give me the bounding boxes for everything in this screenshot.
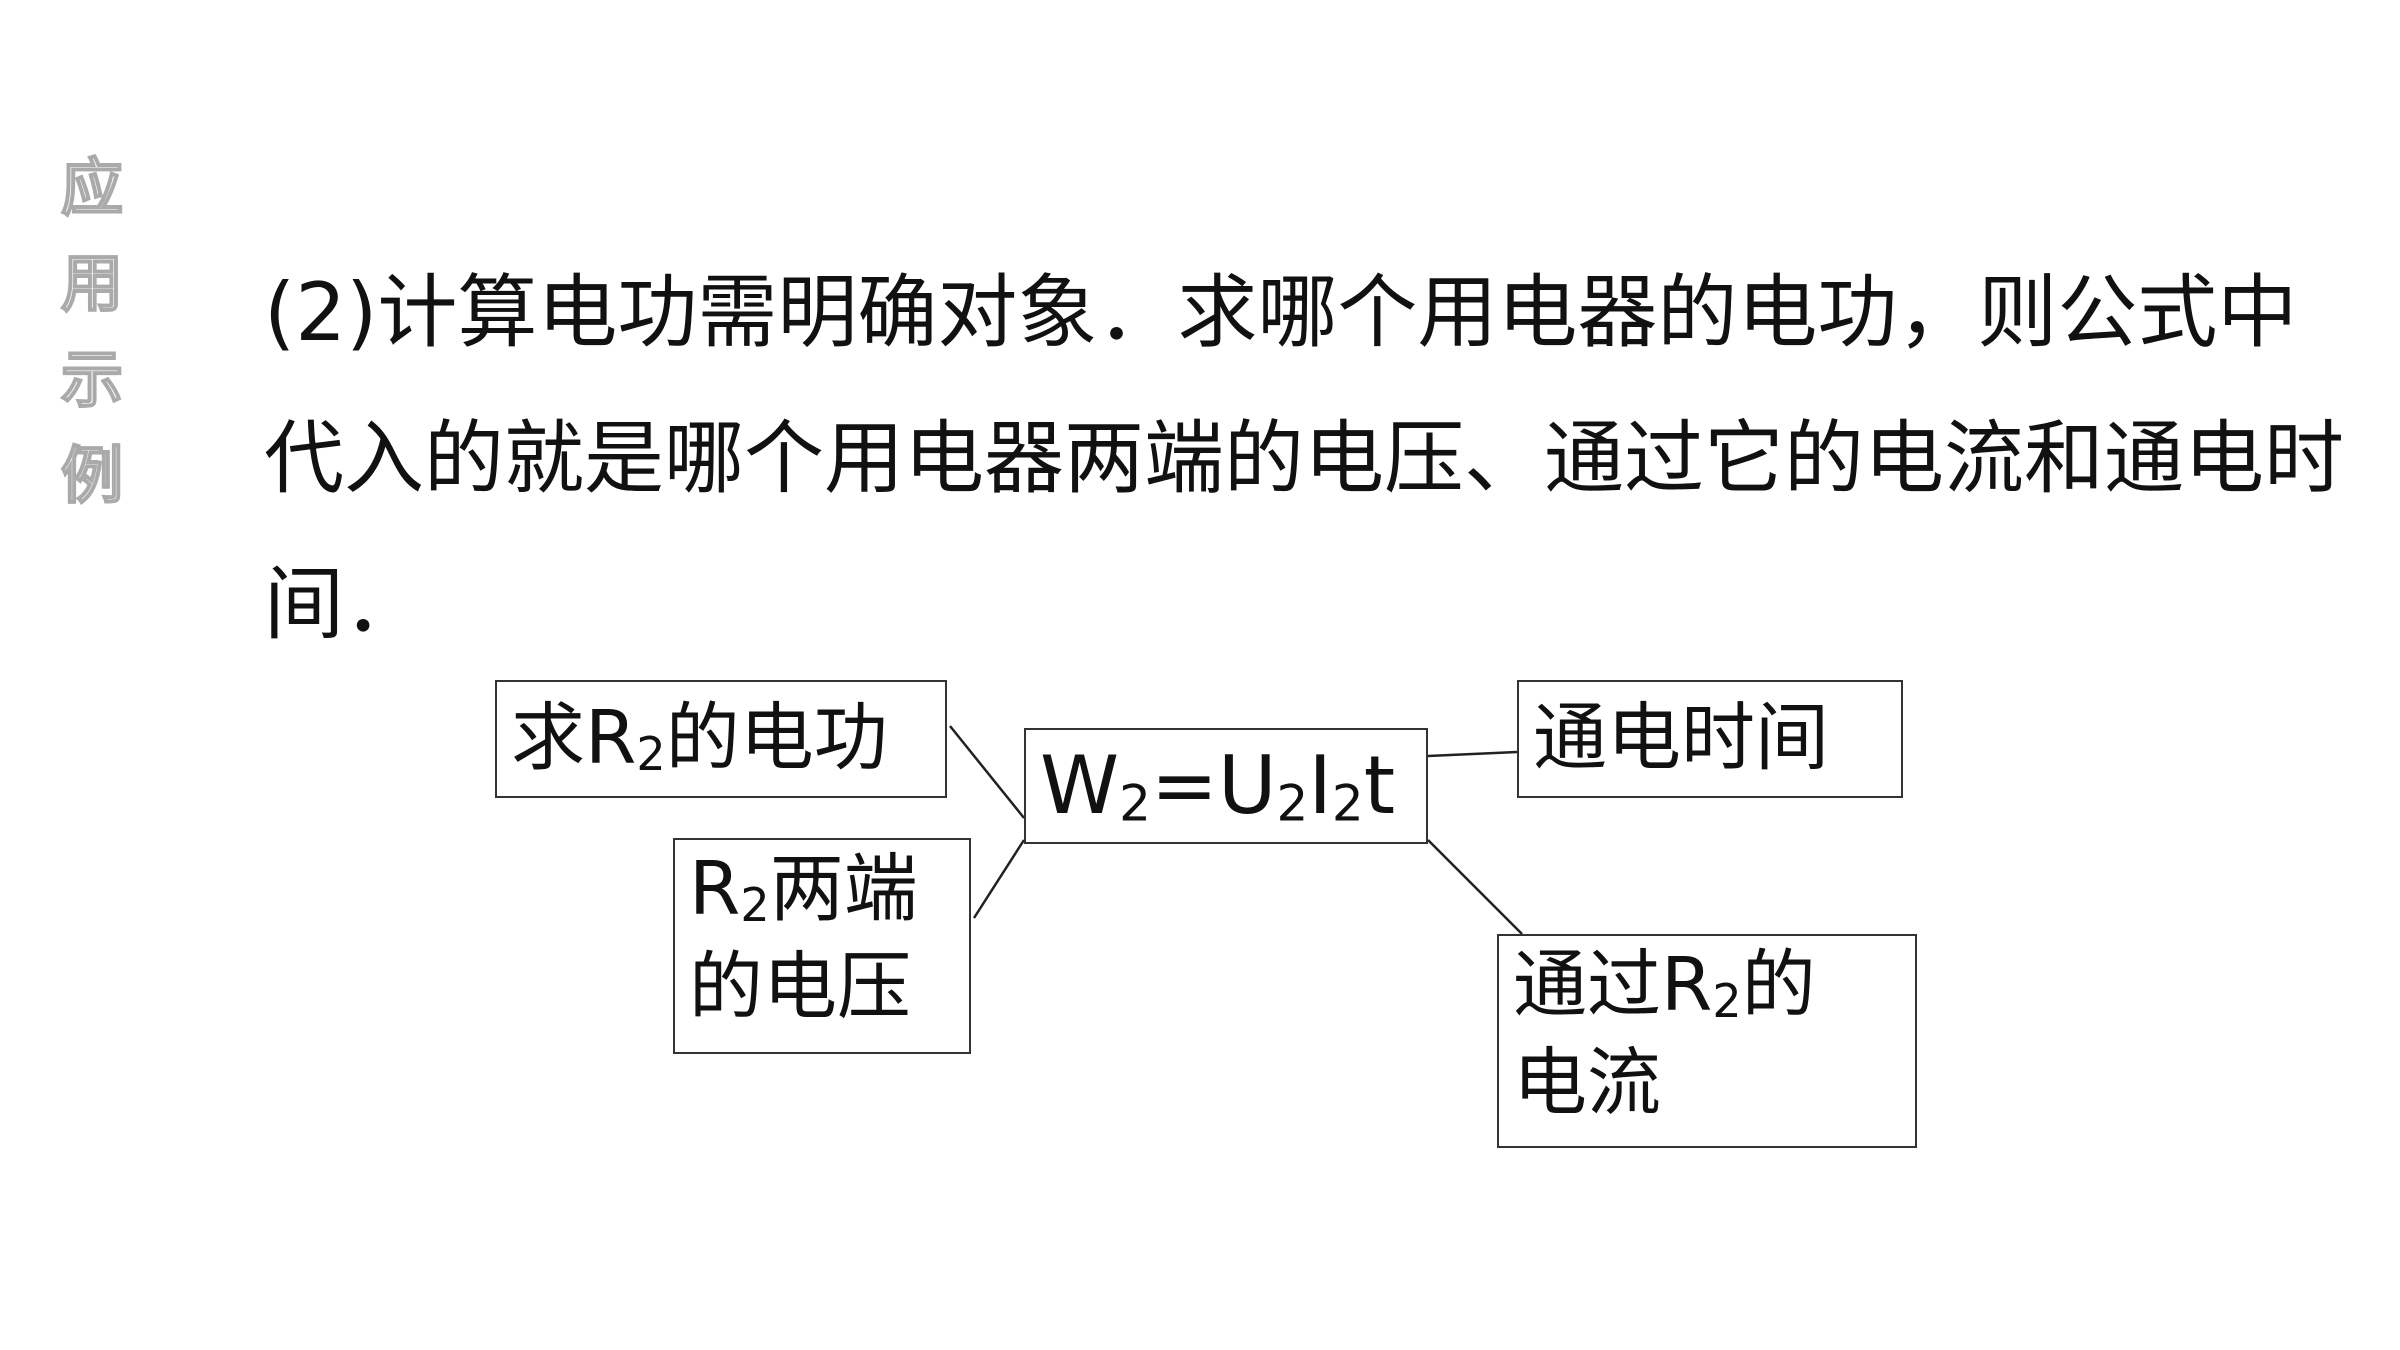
formula-w: W [1040, 739, 1120, 832]
box-formula: W2=U2I2t [1024, 728, 1428, 844]
side-label-char-1: 应 [60, 150, 124, 225]
side-section-label: 应 用 示 例 [52, 140, 132, 524]
connector-formula-to-time [1427, 750, 1518, 758]
voltage-line-2: 的电压 [689, 944, 911, 1030]
current-sub: 2 [1712, 973, 1742, 1028]
formula-i: I [1308, 739, 1332, 832]
box-find-work: 求R2的电功 [495, 680, 947, 798]
voltage-line-1: R2两端 [689, 840, 955, 938]
box-time: 通电时间 [1517, 680, 1903, 798]
explanation-paragraph: (2)计算电功需明确对象．求哪个用电器的电功，则公式中代入的就是哪个用电器两端的… [264, 266, 2344, 651]
formula-w-sub: 2 [1119, 774, 1151, 833]
current-var: R [1661, 942, 1713, 1028]
current-suffix: 的 [1741, 942, 1816, 1028]
voltage-line1-suffix: 两端 [769, 846, 918, 932]
connector-find-to-formula [949, 725, 1025, 819]
formula-eq: = [1150, 739, 1218, 832]
box-current: 通过R2的 电流 [1497, 934, 1917, 1148]
formula-u: U [1217, 739, 1277, 832]
find-sub: 2 [636, 726, 666, 781]
current-line-1: 通过R2的 [1513, 936, 1901, 1034]
current-prefix: 通过 [1513, 942, 1661, 1028]
connector-voltage-to-formula [972, 839, 1026, 919]
find-prefix: 求 [511, 695, 585, 781]
side-label-char-4: 例 [60, 438, 124, 513]
formula-t: t [1363, 739, 1396, 832]
side-label-char-3: 示 [60, 342, 124, 417]
voltage-var: R [689, 846, 741, 932]
current-line-2: 电流 [1513, 1040, 1661, 1126]
voltage-sub: 2 [740, 877, 770, 932]
find-var: R [585, 695, 637, 781]
connector-formula-to-current [1427, 839, 1523, 935]
formula-i-sub: 2 [1331, 774, 1364, 833]
box-voltage: R2两端 的电压 [673, 838, 971, 1054]
formula-u-sub: 2 [1276, 774, 1309, 833]
find-suffix: 的电功 [665, 695, 888, 781]
side-label-char-2: 用 [60, 246, 124, 321]
